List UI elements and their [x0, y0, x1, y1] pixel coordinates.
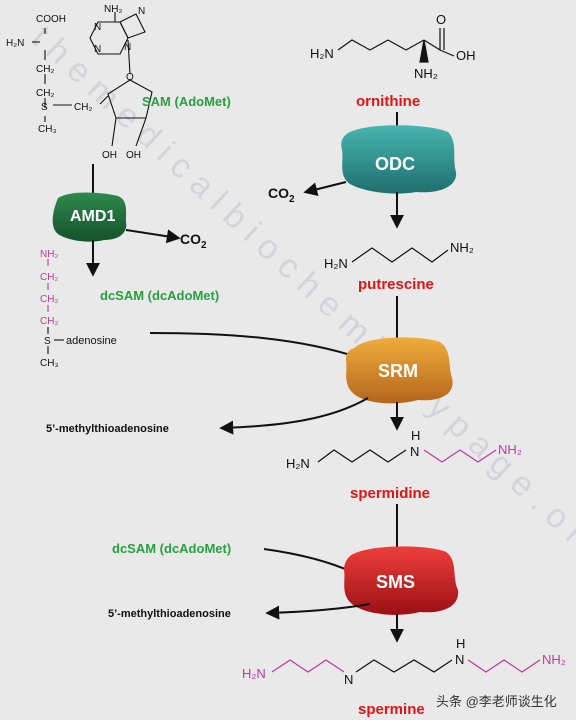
co2-right-label: CO2 [268, 185, 295, 205]
odc-enzyme-shape [341, 125, 457, 194]
putrescine-h2n-label: H₂N [324, 256, 348, 271]
sam-sulfur-label: S [41, 102, 48, 113]
spermine-h-label: H [456, 636, 465, 651]
srm-enzyme-shape [346, 337, 453, 404]
ornithine-labels: H₂N O OH NH₂ [310, 12, 476, 81]
adenine-n-label: N [94, 22, 101, 33]
ribose-oh-label: OH [126, 150, 141, 161]
srm-label: SRM [378, 361, 418, 381]
adenine-n-label: N [94, 44, 101, 55]
sms-enzyme-shape [344, 546, 459, 615]
co2-left-label: CO2 [180, 231, 207, 251]
spermine-structure [271, 659, 541, 673]
dcsam-structure-labels: NH₂ CH₂ CH₂ CH₂ S adenosine CH₃ [40, 249, 117, 369]
ornithine-label: ornithine [356, 93, 420, 110]
sam-ch2-label: CH₂ [36, 64, 54, 75]
adenine-n-label: N [124, 42, 131, 53]
sam-label: SAM (AdoMet) [142, 94, 231, 109]
dcsam-input-label: dcSAM (dcAdoMet) [112, 541, 231, 556]
putrescine-label: putrescine [358, 276, 434, 293]
sms-mta-arrow [265, 603, 371, 620]
spermidine-n-label: N [410, 444, 419, 459]
dcsam-ch2-label: CH₂ [40, 316, 58, 327]
sms-label: SMS [376, 572, 415, 592]
sam-structure [32, 12, 153, 147]
dcsam-nh2-label: NH₂ [40, 249, 58, 260]
adenine-nh2-label: NH₂ [104, 4, 122, 15]
mta-label-1: 5’-methylthioadenosine [46, 423, 169, 435]
spermidine-nh2-label: NH₂ [498, 442, 522, 457]
spermine-n-label: N [344, 672, 353, 687]
footer-credit: 头条 @李老师谈生化 [436, 694, 557, 709]
odc-label: ODC [375, 154, 415, 174]
sam-ch3-label: CH₃ [38, 124, 57, 135]
spermidine-labels: H₂N H N NH₂ [286, 428, 522, 471]
spermine-labels: H₂N N H N NH₂ [242, 636, 566, 687]
spermidine-h-label: H [411, 428, 420, 443]
amd1-co2-arrow [125, 229, 181, 244]
dcsam-ch2-label: CH₂ [40, 294, 58, 305]
amd1-label: AMD1 [70, 208, 115, 225]
spermidine-label: spermidine [350, 485, 430, 502]
spermine-nh2-label: NH₂ [542, 652, 566, 667]
sam-cooh-label: COOH [36, 14, 66, 25]
sam-h2n-label: H₂N [6, 38, 24, 49]
sam-ch2-label: CH₂ [36, 88, 54, 99]
ribose-oh-label: OH [102, 150, 117, 161]
dcsam-adenosine-label: adenosine [66, 335, 117, 347]
mta-label-2: 5’-methylthioadenosine [108, 608, 231, 620]
odc-co2-arrow [303, 181, 347, 197]
putrescine-labels: H₂N NH₂ [324, 240, 474, 271]
dcsam-label: dcSAM (dcAdoMet) [100, 288, 219, 303]
spermidine-h2n-label: H₂N [286, 456, 310, 471]
ornithine-o-label: O [436, 12, 446, 27]
amd1-enzyme-shape [52, 192, 127, 242]
srm-mta-arrow [219, 397, 369, 435]
ornithine-structure [337, 28, 455, 63]
dcsam-sulfur-label: S [44, 336, 51, 347]
dcsam-structure [47, 259, 64, 354]
ornithine-h2n-label: H₂N [310, 46, 334, 61]
ribose-o-label: O [126, 72, 134, 83]
dcsam-to-srm-line [149, 332, 361, 359]
ornithine-oh-label: OH [456, 48, 476, 63]
spermine-h2n-label: H₂N [242, 666, 266, 681]
spermidine-structure [317, 449, 497, 463]
dcsam-ch2-label: CH₂ [40, 272, 58, 283]
putrescine-structure [351, 247, 449, 263]
dcsam-ch3-label: CH₃ [40, 358, 59, 369]
sam-structure-labels: COOH H₂N CH₂ CH₂ S CH₂ CH₃ NH₂ N N N N O… [6, 4, 145, 161]
putrescine-nh2-label: NH₂ [450, 240, 474, 255]
sam-ch2-label: CH₂ [74, 102, 92, 113]
spermine-label: spermine [358, 701, 425, 718]
adenine-n-label: N [138, 6, 145, 17]
ornithine-nh2-label: NH₂ [414, 66, 438, 81]
dcsam-to-sms-line [263, 548, 353, 573]
spermine-n-label: N [455, 652, 464, 667]
